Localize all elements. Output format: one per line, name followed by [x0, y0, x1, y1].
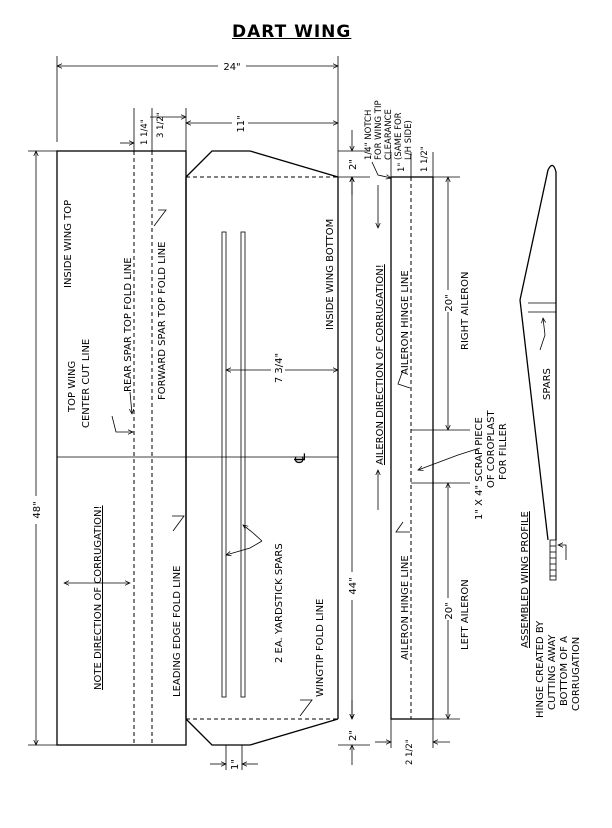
leader-lines: [64, 209, 313, 717]
yardstick-spars: [221, 231, 246, 698]
leader-hinge-bottom: [395, 521, 410, 533]
page-title: DART WING: [232, 22, 352, 42]
text-dim-1-1-2-aileron: 1 1/2": [420, 146, 430, 172]
label-aileron-hinge-top: AILERON HINGE LINE: [400, 270, 411, 375]
wing-panel-outline: [56, 150, 339, 746]
text-dim-44: 44": [348, 577, 359, 594]
text-notch-2: FOR WING TIP: [374, 100, 384, 160]
dimension-1-bottom: 1": [210, 745, 258, 770]
dimension-44: 44": [344, 177, 360, 719]
text-hinge-4: CORRUGATION: [571, 637, 582, 711]
text-scrap-2: OF COROPLAST: [486, 410, 497, 488]
text-aileron-direction: AILERON DIRECTION OF CORRUGATION!: [375, 264, 386, 465]
text-dim-20-left: 20": [444, 602, 455, 619]
text-dim-2-1-2: 2 1/2": [405, 739, 415, 765]
text-dim-7-3-4: 7 3/4": [274, 353, 285, 383]
label-top-wing: TOP WING: [67, 361, 78, 413]
centerline-symbol: ℄: [291, 453, 309, 464]
text-notch-5: L/H SIDE): [404, 120, 414, 160]
text-scrap-1: 1" X 4" SCRAP PIECE: [474, 417, 485, 520]
dimension-24: 24": [57, 56, 338, 177]
text-left-aileron: LEFT AILERON: [460, 579, 471, 650]
dimension-spar-offsets: 1 1/4" 3 1/2": [120, 108, 186, 151]
notch-note: 1/4" NOTCH FOR WING TIP CLEARANCE (SAME …: [364, 100, 414, 178]
label-spars: SPARS: [542, 368, 553, 400]
leader-hinge-top: [397, 369, 411, 389]
label-note-direction: NOTE DIRECTION OF CORRUGATION!: [93, 505, 104, 690]
text-dim-11: 11": [236, 115, 247, 132]
label-assembled-profile: ASSEMBLED WING PROFILE: [520, 511, 531, 648]
text-dim-1-1-4: 1 1/4": [140, 119, 150, 145]
aileron-direction: AILERON DIRECTION OF CORRUGATION!: [375, 185, 386, 510]
label-forward-spar: FORWARD SPAR TOP FOLD LINE: [157, 242, 168, 400]
text-notch-3: CLEARANCE: [384, 109, 394, 160]
text-hinge-2: CUTTING AWAY: [547, 634, 558, 710]
text-scrap-3: FOR FILLER: [498, 423, 509, 480]
scrap-filler-note: 1" X 4" SCRAP PIECE OF COROPLAST FOR FIL…: [418, 410, 509, 520]
text-dim-1-aileron: 1": [397, 163, 407, 172]
text-dim-2-bottom: 2": [348, 730, 359, 741]
right-aileron: 20" RIGHT AILERON: [433, 177, 471, 430]
label-rear-spar: REAR SPAR TOP FOLD LINE: [123, 257, 134, 392]
dimension-aileron-top: 1" 1 1/2": [390, 146, 434, 177]
text-dim-20-right: 20": [444, 294, 455, 311]
fold-lines: [133, 151, 338, 745]
label-inside-wing-top: INSIDE WING TOP: [63, 200, 74, 288]
label-aileron-hinge-bottom: AILERON HINGE LINE: [400, 555, 411, 660]
text-dim-3-1-2: 3 1/2": [156, 112, 166, 138]
label-wingtip-fold: WINGTIP FOLD LINE: [315, 599, 326, 697]
text-right-aileron: RIGHT AILERON: [460, 272, 471, 350]
text-length-48: 48": [32, 501, 43, 518]
label-inside-wing-bottom: INSIDE WING BOTTOM: [325, 219, 336, 330]
text-hinge-3: BOTTOM OF A: [559, 636, 570, 706]
text-hinge-1: HINGE CREATED BY: [535, 620, 546, 718]
text-notch-4: (SAME FOR: [394, 112, 404, 160]
text-width-24: 24": [223, 62, 240, 73]
dimension-7-3-4: 7 3/4": [226, 340, 338, 396]
dimension-2-1-2: 2 1/2": [375, 719, 450, 765]
label-leading-edge: LEADING EDGE FOLD LINE: [172, 566, 183, 697]
left-aileron: 20" LEFT AILERON: [433, 483, 471, 719]
label-center-cut-line: CENTER CUT LINE: [81, 339, 92, 428]
text-notch-1: 1/4" NOTCH: [364, 110, 374, 160]
dimension-2-bottom: 2": [338, 700, 370, 765]
dimension-11: 11": [186, 113, 338, 135]
label-yardstick: 2 EA. YARDSTICK SPARS: [274, 543, 285, 663]
text-dim-1-bottom: 1": [230, 759, 241, 770]
text-dim-2-top: 2": [348, 159, 359, 170]
dimension-48: 48": [28, 151, 57, 745]
hinge-note: HINGE CREATED BY CUTTING AWAY BOTTOM OF …: [535, 620, 582, 718]
assembled-wing-profile: [519, 164, 567, 581]
aileron-panel-outline: [390, 176, 470, 720]
